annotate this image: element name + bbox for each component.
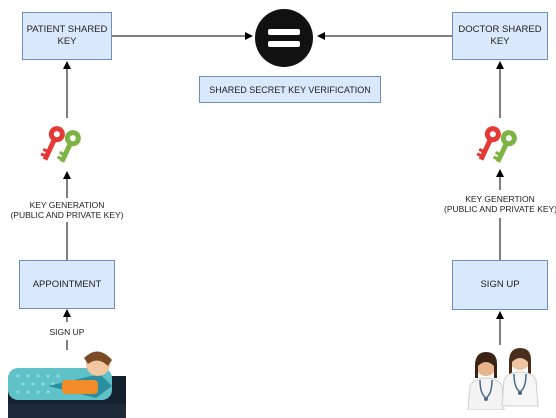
keys-icon-left <box>40 126 81 163</box>
signup-box-label: SIGN UP <box>480 279 520 290</box>
patient-shared-key-label: PATIENT SHARED KEY <box>26 24 108 47</box>
doctors-icon <box>467 348 539 410</box>
left-keygen-line1: KEY GENERATION <box>29 200 105 210</box>
doctor-shared-key-label: DOCTOR SHARED KEY <box>458 24 542 47</box>
left-signup-text: SIGN UP <box>49 327 85 337</box>
patient-in-bed-icon <box>8 351 126 418</box>
appointment-box: APPOINTMENT <box>19 260 115 309</box>
left-signup-label: SIGN UP <box>42 327 92 337</box>
appointment-label: APPOINTMENT <box>32 278 102 290</box>
right-keygen-line1: KEY GENERTION <box>465 194 535 204</box>
left-keygen-label: KEY GENERATION (PUBLIC AND PRIVATE KEY) <box>8 200 126 220</box>
right-keygen-line2: (PUBLIC AND PRIVATE KEY) <box>444 204 556 214</box>
verification-label: SHARED SECRET KEY VERIFICATION <box>209 84 371 95</box>
equals-icon <box>255 9 313 67</box>
right-keygen-label: KEY GENERTION (PUBLIC AND PRIVATE KEY) <box>444 194 556 214</box>
doctor-shared-key-box: DOCTOR SHARED KEY <box>452 12 548 60</box>
left-keygen-line2: (PUBLIC AND PRIVATE KEY) <box>10 210 124 220</box>
signup-box: SIGN UP <box>452 260 548 310</box>
keys-icon-right <box>476 126 517 163</box>
patient-shared-key-box: PATIENT SHARED KEY <box>22 12 112 60</box>
verification-box: SHARED SECRET KEY VERIFICATION <box>199 76 381 103</box>
